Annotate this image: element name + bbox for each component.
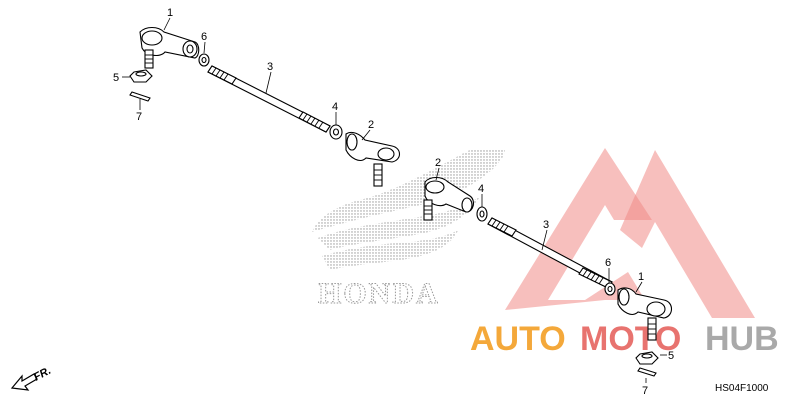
front-direction-indicator: FR. xyxy=(10,365,53,391)
upper-tie-rod-assembly: 1 6 3 5 7 4 2 xyxy=(113,7,401,187)
callout-lower-5: 5 xyxy=(668,350,674,362)
fr-arrow-icon xyxy=(10,373,38,391)
lower-nut-4 xyxy=(476,206,488,222)
diagram-code: HS04F1000 xyxy=(715,383,769,394)
upper-cotter-pin-7 xyxy=(129,91,151,102)
callout-lower-4: 4 xyxy=(478,183,484,195)
callout-upper-4: 4 xyxy=(332,101,338,113)
callout-lower-1: 1 xyxy=(638,271,644,283)
shop-word-moto: MOTO xyxy=(580,320,681,358)
shop-word-hub: HUB xyxy=(705,320,779,358)
callout-lower-7: 7 xyxy=(642,385,648,397)
lower-tie-rod-end-2 xyxy=(423,176,475,221)
lower-tie-rod-end-1 xyxy=(617,287,673,341)
callout-lower-2: 2 xyxy=(435,157,441,169)
upper-nut-4 xyxy=(329,124,343,140)
upper-nut-5 xyxy=(129,69,153,83)
upper-tie-rod-end-1 xyxy=(139,26,200,69)
honda-wing-watermark xyxy=(312,150,505,270)
callout-upper-5: 5 xyxy=(113,72,119,84)
lower-cotter-pin-7 xyxy=(637,367,657,377)
shop-wordmark-watermark: AUTO MOTO HUB xyxy=(470,320,779,358)
lower-washer-6 xyxy=(604,282,616,296)
callout-upper-7: 7 xyxy=(136,111,142,123)
callout-upper-1: 1 xyxy=(167,7,173,19)
callout-upper-3: 3 xyxy=(267,61,273,73)
lower-tie-rod-assembly: 2 4 3 6 1 5 7 xyxy=(423,157,674,397)
upper-washer-6 xyxy=(198,53,210,67)
upper-tie-rod-3 xyxy=(207,65,331,133)
lower-nut-5 xyxy=(635,351,659,365)
callout-lower-3: 3 xyxy=(543,219,549,231)
shop-word-auto: AUTO xyxy=(470,320,566,358)
callout-upper-6: 6 xyxy=(201,31,207,43)
upper-tie-rod-end-2 xyxy=(345,131,401,187)
callout-lower-6: 6 xyxy=(605,257,611,269)
callout-upper-2: 2 xyxy=(368,119,374,131)
fr-label: FR. xyxy=(32,365,53,384)
honda-wordmark-watermark: HONDA xyxy=(318,277,440,310)
